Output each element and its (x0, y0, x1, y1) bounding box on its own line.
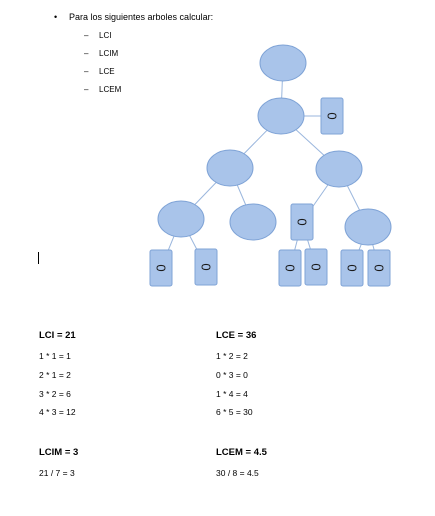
sub-item-label: LCE (99, 67, 115, 76)
leaf-label: 0 (295, 218, 310, 225)
tree-leaf: 0 (278, 249, 302, 287)
leaf-label: 0 (199, 263, 214, 270)
lcem-line: 30 / 8 = 4.5 (216, 468, 259, 478)
lci-line: 4 * 3 = 12 (39, 407, 76, 417)
tree-node (344, 208, 392, 246)
tree-diagram: 0 0 0 0 0 0 0 0 (149, 44, 392, 287)
sub-item-label: LCI (99, 31, 112, 40)
tree-leaf: 0 (290, 203, 314, 241)
bullet-dot: • (54, 12, 58, 22)
tree-leaf: 0 (367, 249, 391, 287)
tree-nodes: 0 0 0 0 0 0 0 0 (149, 44, 392, 287)
lcim-title: LCIM = 3 (39, 447, 79, 458)
tree-leaf: 0 (149, 249, 173, 287)
lce-line: 6 * 5 = 30 (216, 407, 253, 417)
sub-item-label: LCIM (99, 49, 119, 58)
tree-leaf: 0 (194, 248, 218, 286)
tree-leaf: 0 (304, 248, 328, 286)
leaf-label: 0 (345, 264, 360, 271)
lce-line: 1 * 2 = 2 (216, 351, 248, 361)
lcim-line: 21 / 7 = 3 (39, 468, 75, 478)
tree-node (257, 97, 305, 135)
lcem-title: LCEM = 4.5 (216, 447, 267, 458)
text-cursor (38, 252, 39, 264)
tree-node (157, 200, 205, 238)
leaf-label: 0 (372, 264, 387, 271)
leaf-label: 0 (325, 112, 340, 119)
leaf-label: 0 (309, 263, 324, 270)
tree-node (229, 203, 277, 241)
sub-item-label: LCEM (99, 85, 122, 94)
tree-node (259, 44, 307, 82)
lce-line: 1 * 4 = 4 (216, 389, 248, 399)
lci-title: LCI = 21 (39, 330, 76, 341)
lce-title: LCE = 36 (216, 330, 257, 341)
tree-leaf: 0 (320, 97, 344, 135)
leaf-label: 0 (154, 264, 169, 271)
intro-text: Para los siguientes arboles calcular: (69, 12, 214, 22)
lci-line: 3 * 2 = 6 (39, 389, 71, 399)
lci-line: 1 * 1 = 1 (39, 351, 71, 361)
lce-line: 0 * 3 = 0 (216, 370, 248, 380)
tree-node (315, 150, 363, 188)
tree-leaf: 0 (340, 249, 364, 287)
lci-line: 2 * 1 = 2 (39, 370, 71, 380)
leaf-label: 0 (283, 264, 298, 271)
tree-node (206, 149, 254, 187)
